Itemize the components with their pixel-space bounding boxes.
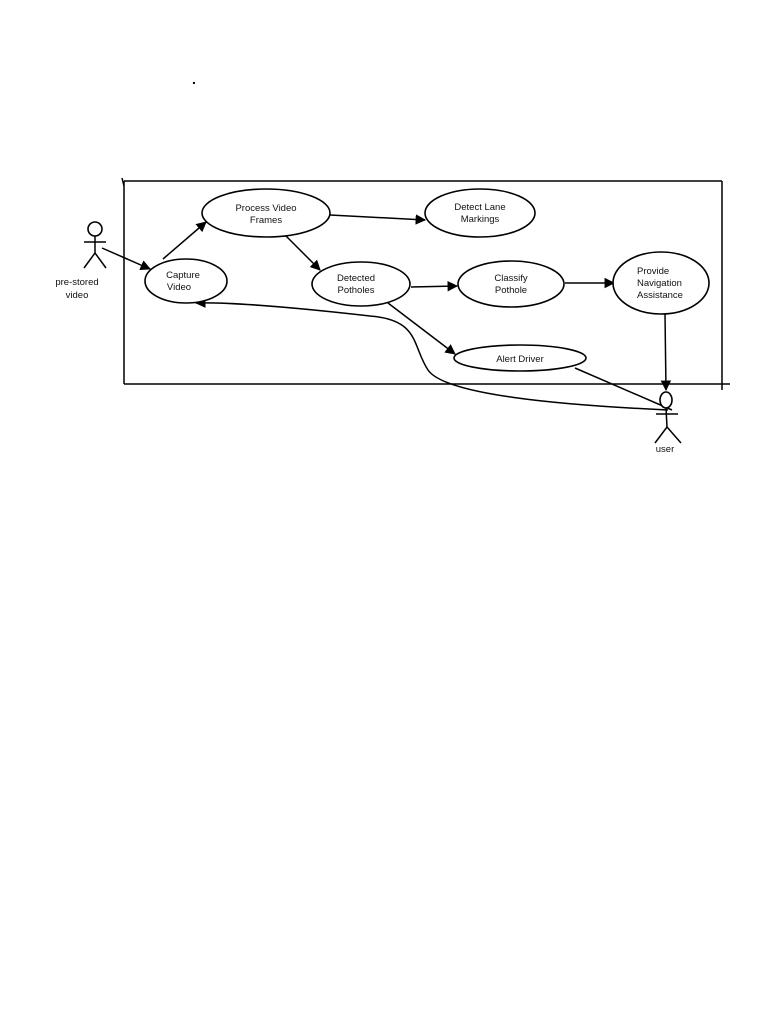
relationships — [101, 214, 673, 411]
use-case-classify-pothole: Classify Pothole — [457, 260, 565, 308]
edge-capture-to-process — [162, 221, 207, 260]
actor-label: video — [66, 290, 89, 301]
edge-prestored-to-capture — [101, 247, 151, 271]
use-case-label: Alert Driver — [496, 354, 544, 365]
use-case-label: Process Video — [235, 203, 296, 214]
use-case-capture-video: Capture Video — [144, 258, 228, 304]
stray-mark: . — [192, 71, 196, 87]
use-case-label: Classify — [494, 273, 528, 284]
use-case-process-video-frames: Process Video Frames — [201, 188, 331, 238]
use-case-provide-navigation-assistance: Provide Navigation Assistance — [612, 251, 710, 315]
stick-figure-icon — [83, 221, 107, 269]
system-boundary — [121, 177, 730, 390]
use-case-detect-lane-markings: Detect Lane Markings — [424, 188, 536, 238]
edge-potholes-to-classify — [410, 280, 459, 292]
edge-navigation-to-user — [660, 313, 672, 392]
use-case-label: Potholes — [338, 285, 375, 296]
use-case-label: Navigation — [637, 278, 682, 289]
use-case-label: Capture — [166, 270, 200, 281]
actor-label: user — [656, 444, 674, 455]
use-case-label: Pothole — [495, 285, 527, 296]
actor-label: pre-stored — [55, 277, 98, 288]
edge-process-to-lane — [329, 214, 427, 225]
use-case-label: Markings — [461, 214, 500, 225]
use-case-label: Assistance — [637, 290, 683, 301]
edge-alert-to-user — [574, 367, 673, 411]
actor-prestored-video: pre-stored video — [55, 221, 107, 301]
actor-user: user — [654, 391, 682, 455]
use-case-label: Detect Lane — [454, 202, 505, 213]
use-case-alert-driver: Alert Driver — [453, 344, 587, 372]
edge-potholes-to-alert — [387, 302, 456, 355]
edge-user-to-capture — [194, 297, 669, 411]
use-case-detected-potholes: Detected Potholes — [311, 261, 411, 307]
use-case-label: Frames — [250, 215, 282, 226]
stick-figure-icon — [654, 391, 682, 444]
edge-process-to-potholes — [285, 235, 321, 271]
use-case-label: Provide — [637, 266, 669, 277]
use-case-label: Video — [167, 282, 191, 293]
use-case-label: Detected — [337, 273, 375, 284]
